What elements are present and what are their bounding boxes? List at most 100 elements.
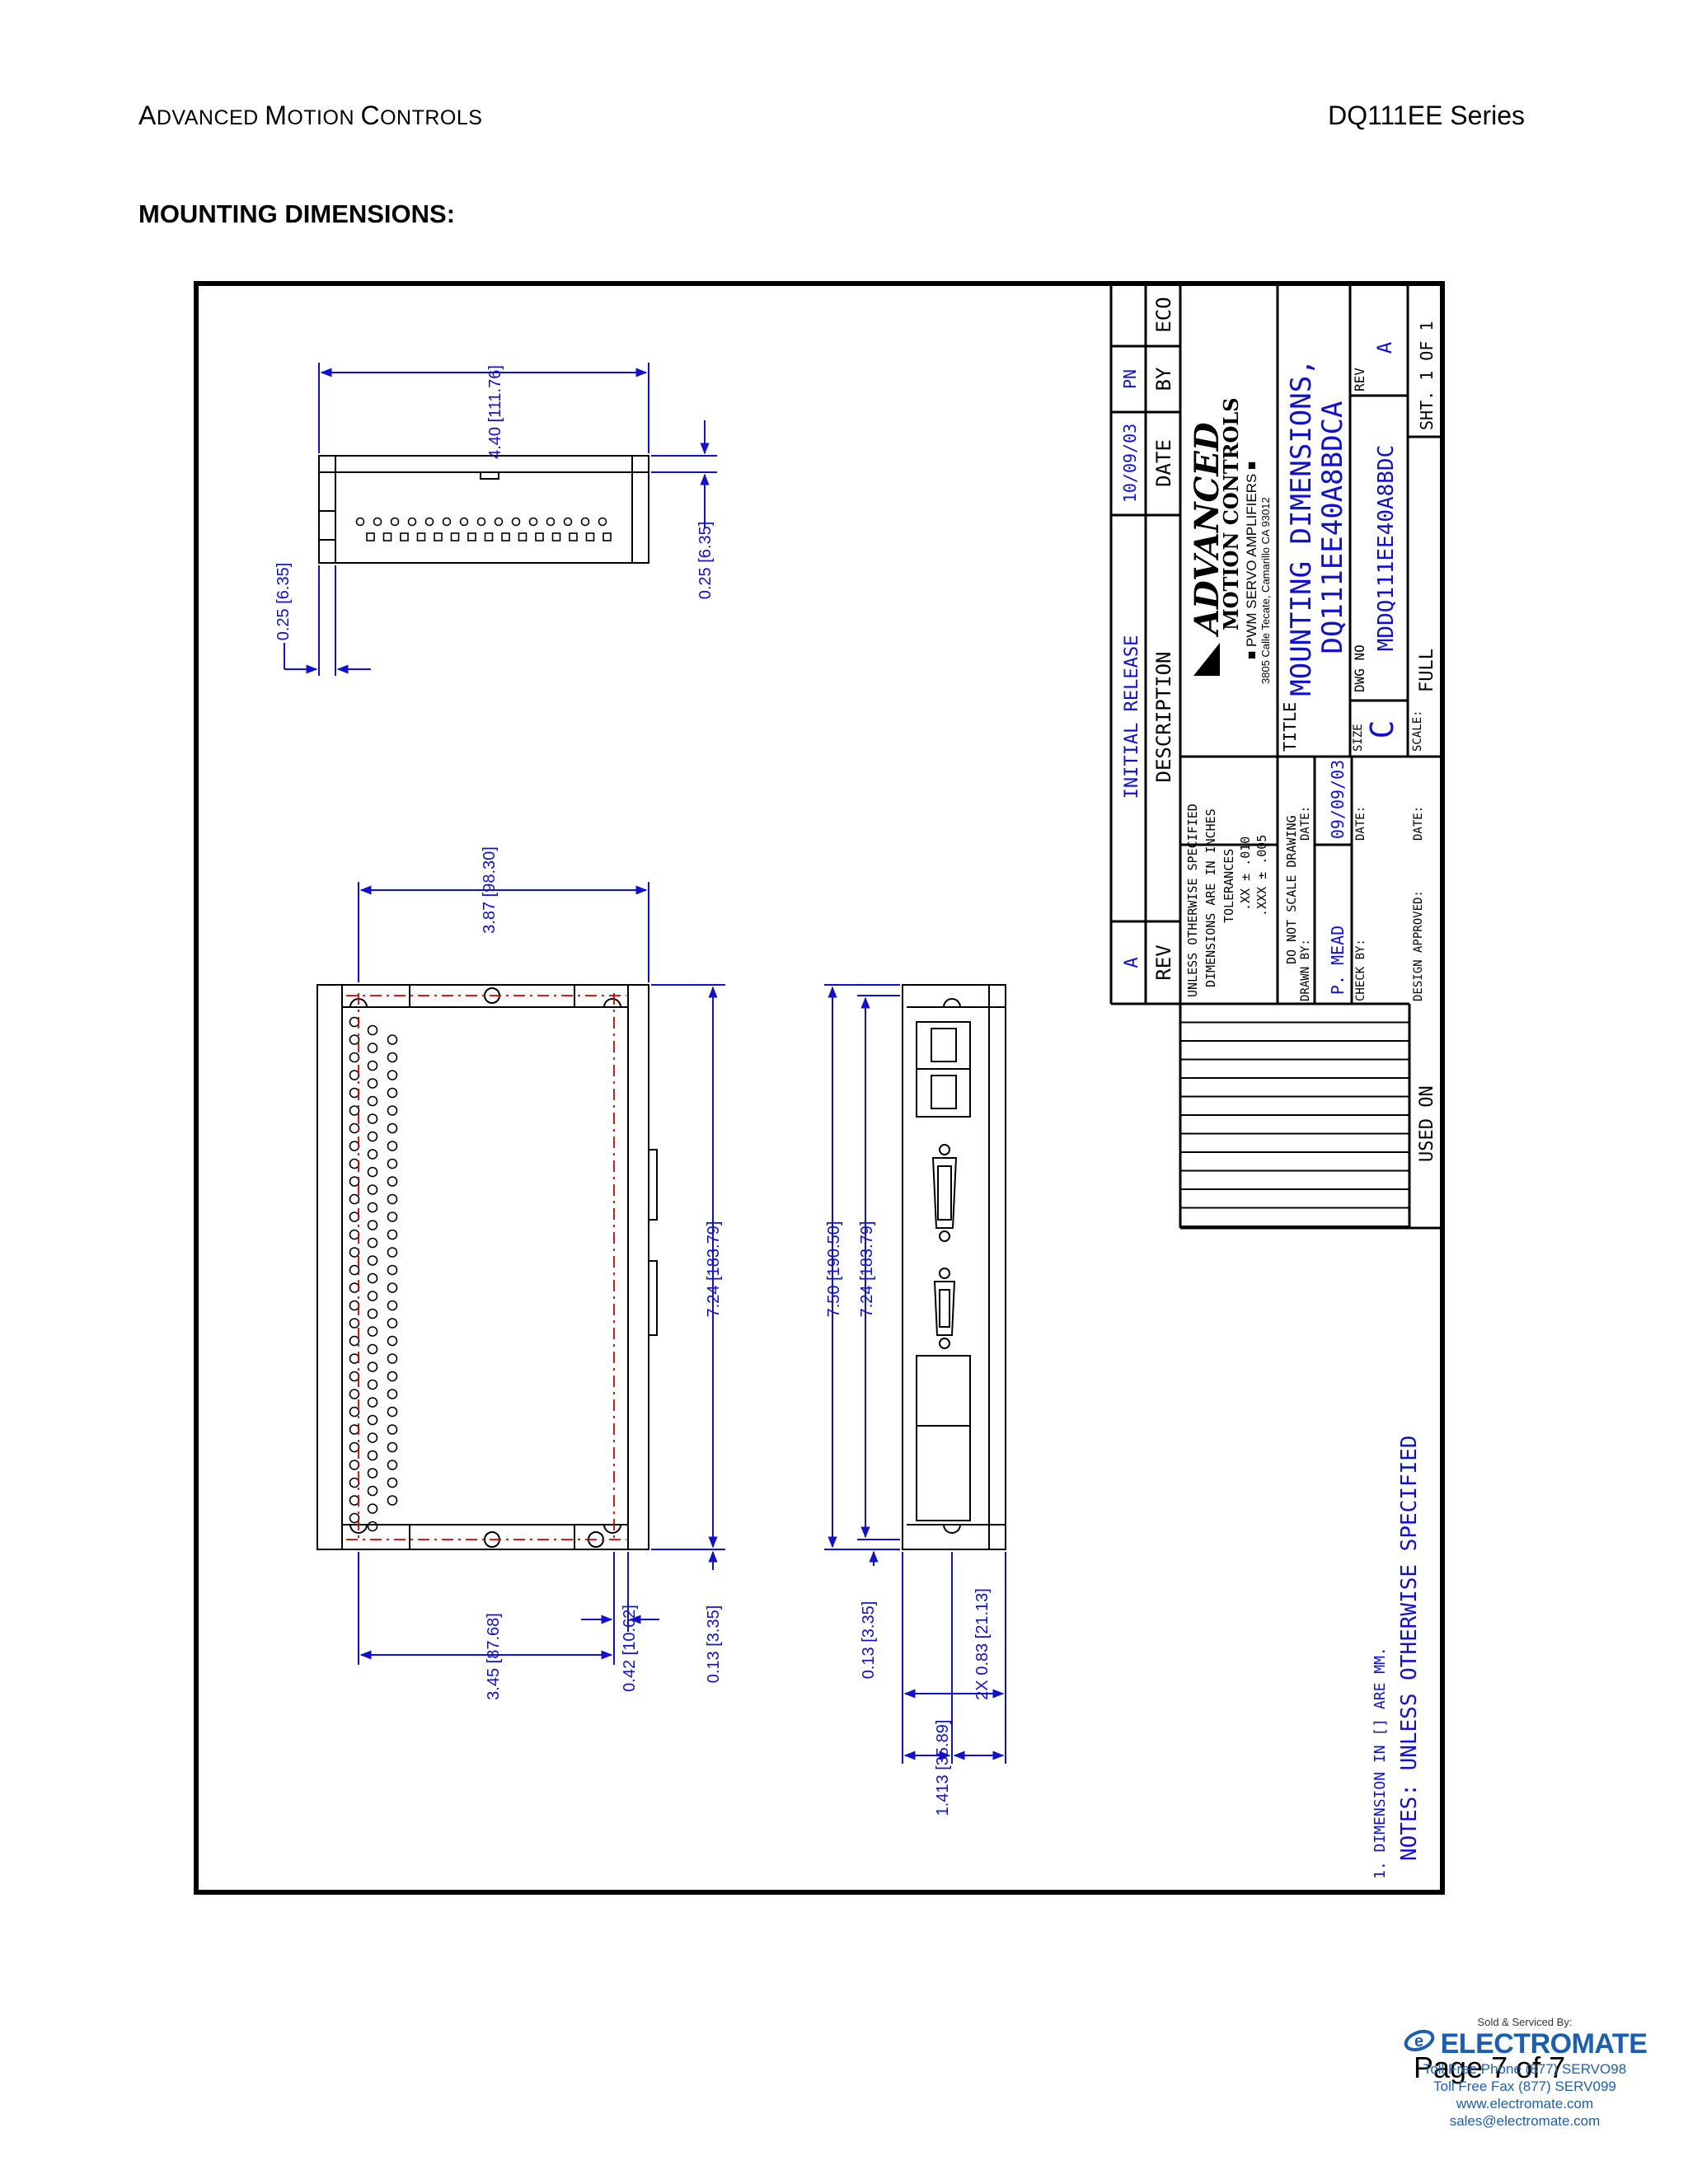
heatsink-hole (387, 1477, 398, 1488)
heatsink-hole (349, 1371, 360, 1382)
front-view-dimensions (824, 984, 1006, 1764)
connector-pin-round (407, 517, 417, 527)
heatsink-hole (387, 1371, 398, 1382)
page-number: Page 7 of 7 (1414, 2050, 1566, 2084)
sheet-number: SHT. 1 OF 1 (1417, 321, 1437, 430)
heatsink-hole (349, 1512, 360, 1524)
connector-pin-square (366, 532, 375, 541)
heatsink-hole (387, 1229, 398, 1240)
logo-name: ADVANCED (1188, 422, 1226, 638)
heatsink-hole (349, 1052, 360, 1063)
heatsink-hole (349, 1389, 360, 1399)
rev-label: REV (1352, 368, 1367, 391)
tol-line1: UNLESS OTHERWISE SPECIFIED (1185, 804, 1200, 997)
heatsink-hole (367, 1343, 378, 1355)
dim-front-1413: 1.413 [35.89] (934, 1720, 952, 1816)
heatsink-hole (367, 1450, 378, 1461)
heatsink-hole (367, 1326, 378, 1337)
title-line1: MOUNTING DIMENSIONS, (1285, 359, 1318, 696)
top-connector-pins (355, 517, 612, 541)
distributor-stamp: Sold & Serviced By: e ELECTROMATE Toll F… (1393, 2016, 1657, 2130)
heatsink-hole (349, 1318, 360, 1329)
dwg-number: MDDQ111EE40A8BDC (1374, 445, 1399, 651)
heatsink-hole (367, 1503, 378, 1514)
heatsink-hole (367, 1024, 378, 1036)
connector-pin-square (569, 532, 578, 541)
rev-by: PN (1120, 369, 1140, 389)
logo-address: 3805 Calle Tecate, Camarillo CA 93012 (1259, 497, 1272, 684)
heatsink-hole (367, 1397, 378, 1408)
rev-block-value: A (1373, 341, 1396, 354)
connector-pin-square (434, 532, 443, 541)
heatsink-hole (367, 1414, 378, 1426)
heatsink-hole (367, 1255, 378, 1266)
heatsink-hole (349, 1212, 360, 1222)
heatsink-hole (387, 1176, 398, 1187)
heatsink-hole (349, 1193, 360, 1205)
check-by-label: CHECK BY: (1354, 939, 1367, 1001)
heatsink-hole (367, 1291, 378, 1301)
note-main: NOTES: UNLESS OTHERWISE SPECIFIED (1397, 1435, 1422, 1861)
heatsink-hole (387, 1264, 398, 1276)
connector-pin-round (511, 517, 521, 527)
heatsink-hole (367, 1095, 378, 1107)
heatsink-hole (367, 1237, 378, 1249)
heatsink-hole (349, 1141, 360, 1151)
dim-top-depth-right: 0.25 [6.35] (696, 522, 715, 600)
heatsink-hole (349, 1158, 360, 1169)
connector-pin-round (546, 517, 556, 527)
design-approved-label: DESIGN APPROVED: (1412, 890, 1425, 1001)
heatsink-hole (367, 1308, 378, 1319)
tol-line3: TOLERANCES (1221, 849, 1236, 923)
heatsink-hole (349, 1229, 360, 1240)
heatsink-hole (349, 1477, 360, 1488)
tol-line2: DIMENSIONS ARE IN INCHES (1203, 808, 1218, 987)
heatsink-hole (367, 1379, 378, 1390)
heatsink-hole (387, 1247, 398, 1258)
dim-top-depth-left: 0.25 [6.35] (274, 563, 293, 641)
heatsink-hole (387, 1300, 398, 1311)
tol-line5: .XXX ± .005 (1254, 835, 1269, 916)
dim-plan-042: 0.42 [10.62] (621, 1605, 639, 1692)
svg-text:e: e (1414, 2032, 1423, 2050)
connector-pin-square (551, 532, 561, 541)
size-value: C (1364, 720, 1400, 739)
dim-top-width: 4.40 [111.76] (486, 365, 504, 459)
plan-view-centerlines (346, 993, 626, 1541)
size-label: SIZE (1352, 724, 1365, 752)
connector-pin-square (535, 532, 544, 541)
heatsink-hole (367, 1149, 378, 1160)
heatsink-hole (387, 1034, 398, 1045)
heatsink-hole (387, 1424, 398, 1435)
connector-pin-round (476, 517, 486, 527)
heatsink-hole (349, 1070, 360, 1080)
heatsink-hole (387, 1193, 398, 1205)
heatsink-hole (367, 1272, 378, 1284)
tol-line4: .XX ± .010 (1238, 837, 1253, 911)
heatsink-hole (367, 1043, 378, 1053)
heatsink-hole (349, 1406, 360, 1418)
heatsink-hole (349, 1424, 360, 1435)
heatsink-hole (387, 1158, 398, 1169)
electromate-logo-icon: e (1403, 2028, 1436, 2060)
heatsink-hole (387, 1318, 398, 1329)
dim-plan-724: 7.24 [183.79] (705, 1221, 723, 1318)
stamp-fax: Toll Free Fax (877) SERV099 (1433, 2079, 1616, 2094)
scale-label: SCALE: (1411, 710, 1424, 752)
title-block-lines (1109, 284, 1442, 1230)
heatsink-hole (349, 1105, 360, 1116)
heatsink-hole (387, 1087, 398, 1099)
connector-pin-square (467, 532, 476, 541)
front-view (902, 984, 1006, 1550)
dim-front-083: 2X 0.83 [21.13] (973, 1588, 992, 1700)
title-line2: DQ111EE40A8BDCA (1316, 401, 1349, 654)
heatsink-hole (367, 1166, 378, 1178)
heatsink-hole (387, 1335, 398, 1347)
connector-pin-round (580, 517, 590, 527)
connector-pin-round (373, 517, 382, 527)
drawing-frame (194, 281, 1445, 1895)
heatsink-hole (349, 1300, 360, 1311)
heatsink-hole (349, 1441, 360, 1453)
connector-pin-square (400, 532, 409, 541)
heatsink-hole (387, 1389, 398, 1399)
